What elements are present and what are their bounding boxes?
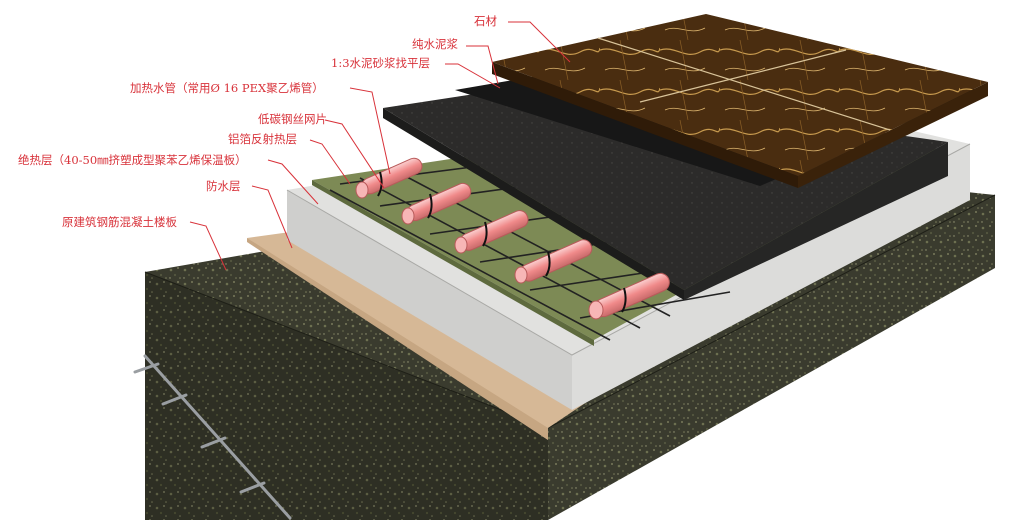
label-slab: 原建筑钢筋混凝土楼板 <box>62 215 177 229</box>
leader-lines <box>189 21 571 271</box>
leader-leveling-mortar <box>445 63 501 89</box>
leader-heating-pipe <box>349 87 391 175</box>
leader-cement-slurry <box>466 45 499 85</box>
label-leveling-mortar: 1:3水泥砂浆找平层 <box>331 56 430 70</box>
label-cement-slurry: 纯水泥浆 <box>412 37 458 51</box>
label-insulation: 绝热层（40-50㎜挤塑成型聚苯乙烯保温板） <box>18 153 247 167</box>
leader-steel-mesh <box>324 119 385 189</box>
leader-slab <box>189 221 227 271</box>
leader-foil-layer <box>309 139 351 185</box>
label-foil-layer: 铝箔反射热层 <box>228 132 297 146</box>
heating-pipes <box>355 157 670 320</box>
heating-pipe-4 <box>514 239 593 284</box>
heating-pipe-2 <box>401 182 472 225</box>
heating-pipe-5 <box>588 272 670 320</box>
label-waterproof: 防水层 <box>206 179 241 193</box>
leader-stone <box>508 21 571 63</box>
layer-labels: 石材 纯水泥浆 1:3水泥砂浆找平层 加热水管（常用Ø 16 PEX聚乙烯管） … <box>18 14 497 229</box>
label-steel-mesh: 低碳钢丝网片 <box>258 112 327 126</box>
heating-pipe-3 <box>454 210 529 254</box>
label-stone: 石材 <box>474 14 497 28</box>
leader-waterproof <box>251 185 293 249</box>
stone-surface <box>492 14 988 188</box>
leader-insulation <box>267 159 319 205</box>
label-heating-pipe: 加热水管（常用Ø 16 PEX聚乙烯管） <box>130 81 324 95</box>
rebar-ends <box>133 354 292 520</box>
